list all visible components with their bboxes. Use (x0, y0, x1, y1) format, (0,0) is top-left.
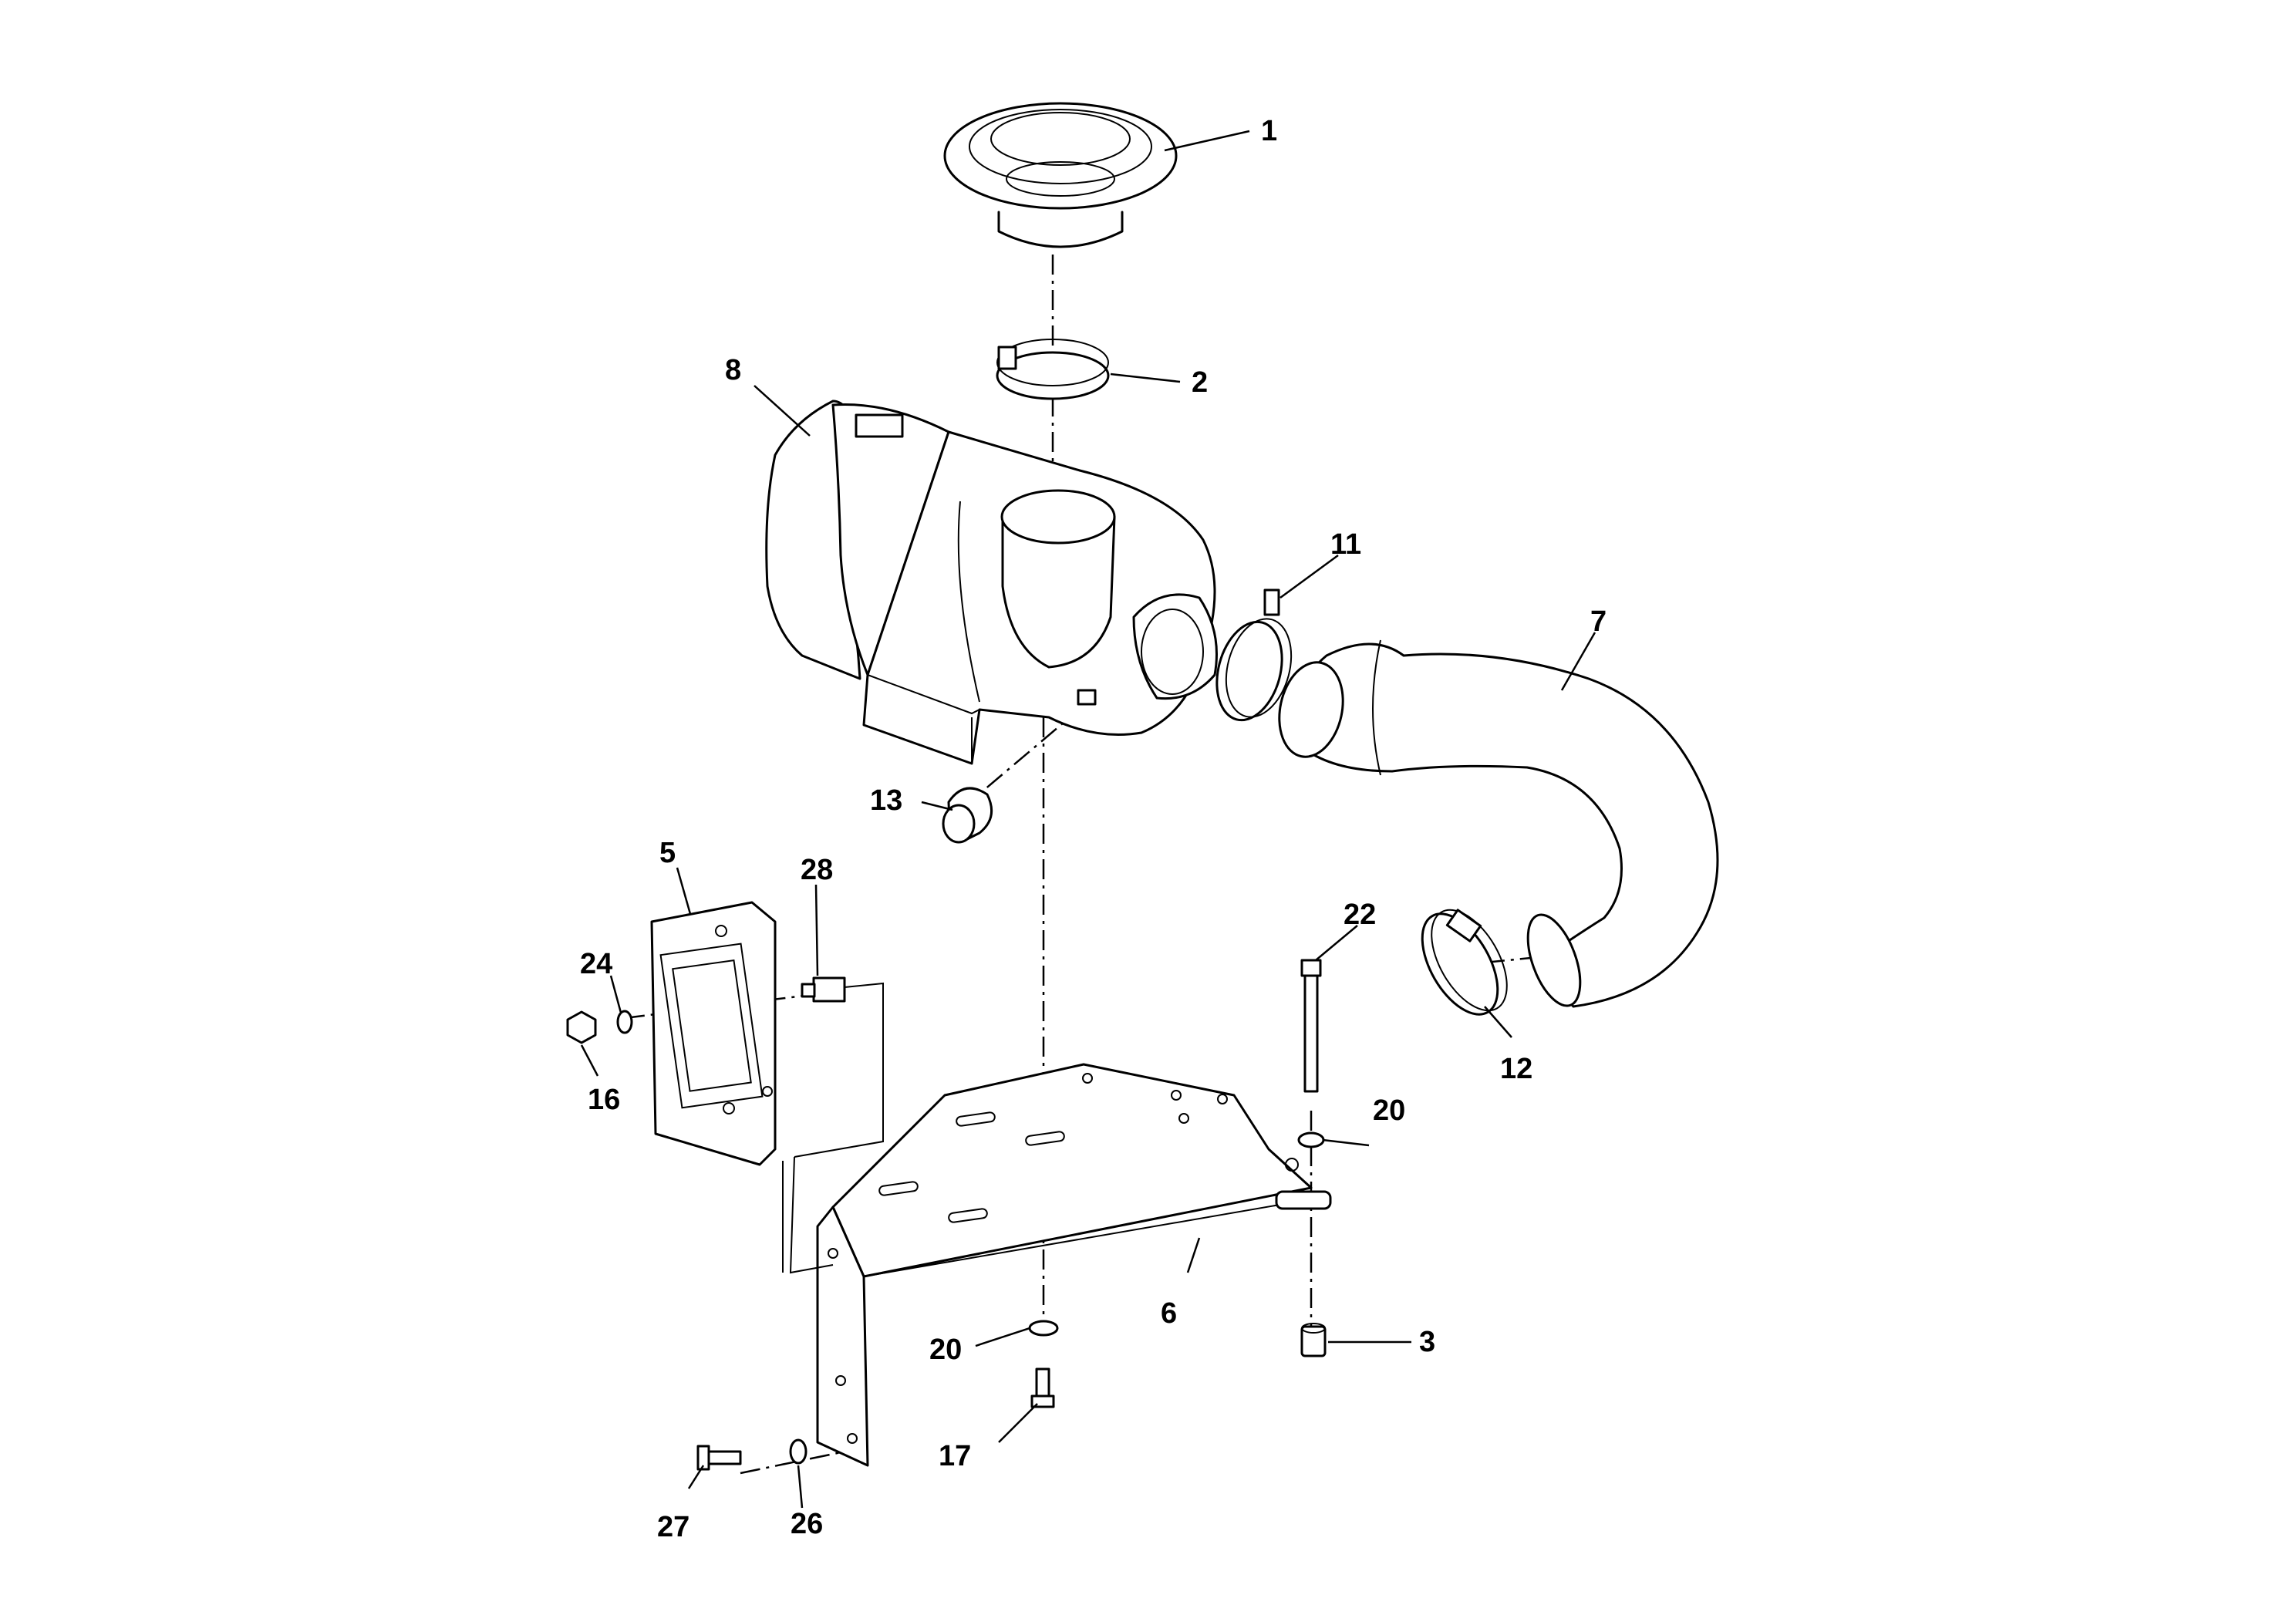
callout-6: 6 (1161, 1297, 1177, 1330)
callout-7: 7 (1590, 605, 1607, 638)
callout-22: 22 (1344, 899, 1376, 931)
nut-and-washer-parts (566, 1010, 633, 1044)
lower-washer-and-bolt-parts (696, 1438, 807, 1471)
screw-part (1030, 1367, 1055, 1408)
mounting-plate-part (650, 901, 777, 1166)
long-bolt-part (1300, 959, 1322, 1093)
leader-lines (580, 130, 1596, 1509)
callout-16: 16 (588, 1084, 620, 1116)
callout-1: 1 (1261, 115, 1277, 147)
callout-12: 12 (1500, 1053, 1532, 1085)
callout-8: 8 (725, 354, 741, 386)
hose-clamp-top-part (996, 339, 1110, 400)
callout-17: 17 (939, 1440, 971, 1472)
hose-clamp-middle-part (1215, 588, 1293, 722)
elbow-hose-part (1278, 639, 1719, 1008)
rain-cap-part (943, 102, 1178, 248)
callout-2: 2 (1192, 366, 1208, 399)
support-bracket-part (782, 1063, 1332, 1467)
callout-5: 5 (659, 837, 676, 869)
callout-20-right: 20 (1373, 1094, 1405, 1127)
spacer-part (1300, 1323, 1327, 1357)
callout-27: 27 (657, 1511, 689, 1543)
callout-26: 26 (791, 1508, 823, 1540)
stud-part (794, 976, 884, 1158)
callout-3: 3 (1419, 1326, 1435, 1358)
hose-clamp-lower-part (1421, 909, 1508, 1016)
callout-28: 28 (801, 854, 833, 886)
vacuator-valve-part (942, 787, 993, 844)
callout-11: 11 (1330, 528, 1361, 561)
callout-24: 24 (580, 948, 612, 980)
callout-labels: 1 2 8 11 7 13 5 28 24 22 12 16 20 6 3 20… (580, 115, 1607, 1543)
callout-20-left: 20 (929, 1334, 962, 1366)
air-cleaner-body-part (765, 400, 1218, 765)
assembly-centerlines (624, 255, 1547, 1475)
callout-13: 13 (870, 784, 902, 817)
